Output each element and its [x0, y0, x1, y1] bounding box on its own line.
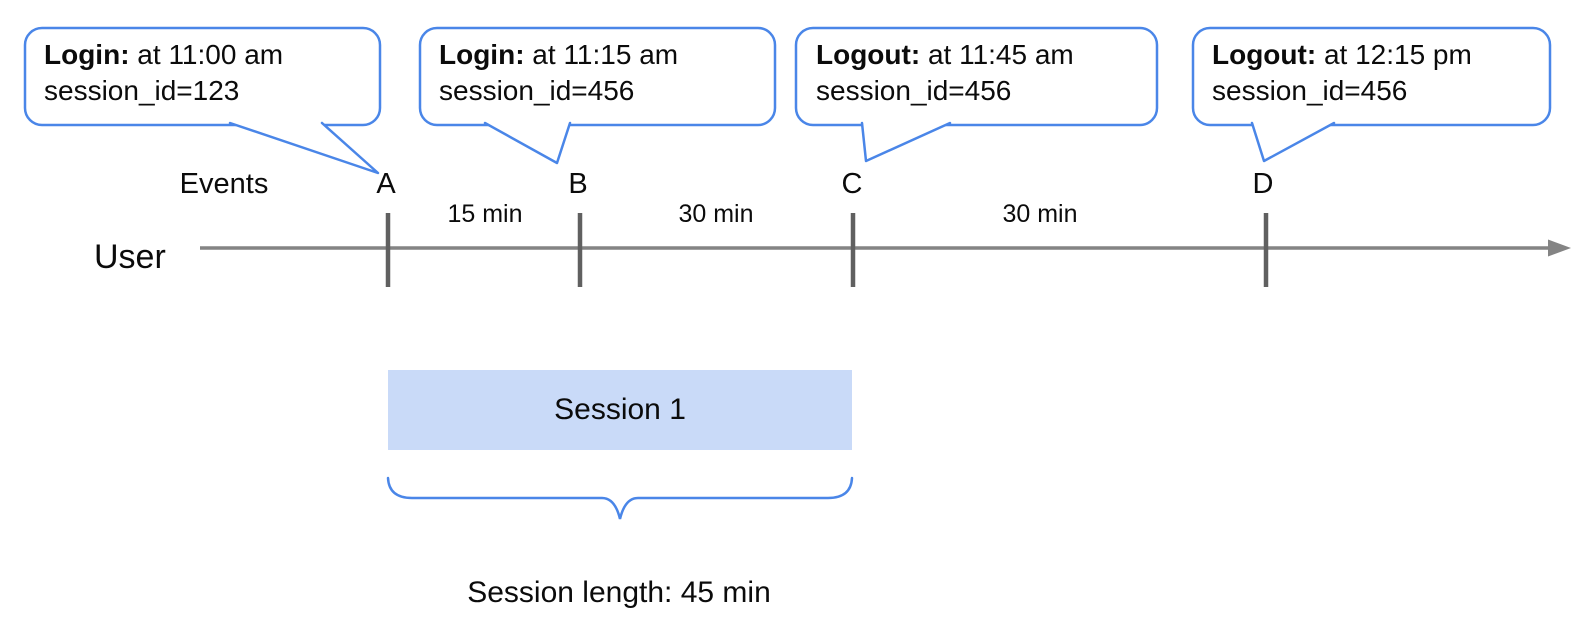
event-marker-d: D	[1252, 168, 1274, 200]
callout-d-time: at 12:15 pm	[1316, 39, 1472, 70]
callout-b-time: at 11:15 am	[524, 39, 679, 70]
callout-a-line1: Login: at 11:00 am	[44, 37, 283, 73]
callout-b-event-type: Login:	[439, 39, 525, 70]
callout-d-session-id: session_id=456	[1212, 75, 1408, 106]
callout-text-d: Logout: at 12:15 pm session_id=456	[1212, 37, 1472, 109]
interval-b-c: 30 min	[678, 200, 754, 228]
callout-tail-d	[1250, 121, 1336, 163]
session-length-caption: Session length: 45 min	[467, 576, 771, 609]
callout-tail-c	[860, 121, 952, 163]
callout-b-line1: Login: at 11:15 am	[439, 37, 678, 73]
session-box: Session 1	[388, 370, 852, 450]
callout-a-session-id: session_id=123	[44, 75, 240, 106]
event-marker-b: B	[568, 168, 588, 200]
interval-c-d: 30 min	[1002, 200, 1078, 228]
callout-d-event-type: Logout:	[1212, 39, 1317, 70]
user-axis-label: User	[94, 238, 166, 276]
session-length-brace	[386, 476, 854, 520]
callout-d-line1: Logout: at 12:15 pm	[1212, 37, 1472, 73]
callout-text-c: Logout: at 11:45 am session_id=456	[816, 37, 1074, 109]
callout-c-time: at 11:45 am	[920, 39, 1074, 70]
event-marker-c: C	[841, 168, 863, 200]
session-box-label: Session 1	[554, 393, 686, 426]
timeline-arrowhead-icon	[1548, 239, 1571, 257]
callout-c-line1: Logout: at 11:45 am	[816, 37, 1074, 73]
callout-text-b: Login: at 11:15 am session_id=456	[439, 37, 678, 109]
callout-c-session-id: session_id=456	[816, 75, 1012, 106]
callout-tail-b	[483, 121, 572, 165]
events-row-label: Events	[179, 168, 269, 200]
callout-a-time: at 11:00 am	[129, 39, 284, 70]
callout-c-event-type: Logout:	[816, 39, 921, 70]
callout-text-a: Login: at 11:00 am session_id=123	[44, 37, 283, 109]
interval-a-b: 15 min	[447, 200, 523, 228]
callout-b-session-id: session_id=456	[439, 75, 635, 106]
callout-a-event-type: Login:	[44, 39, 130, 70]
event-marker-a: A	[376, 168, 396, 200]
callout-tail-a	[228, 121, 380, 175]
